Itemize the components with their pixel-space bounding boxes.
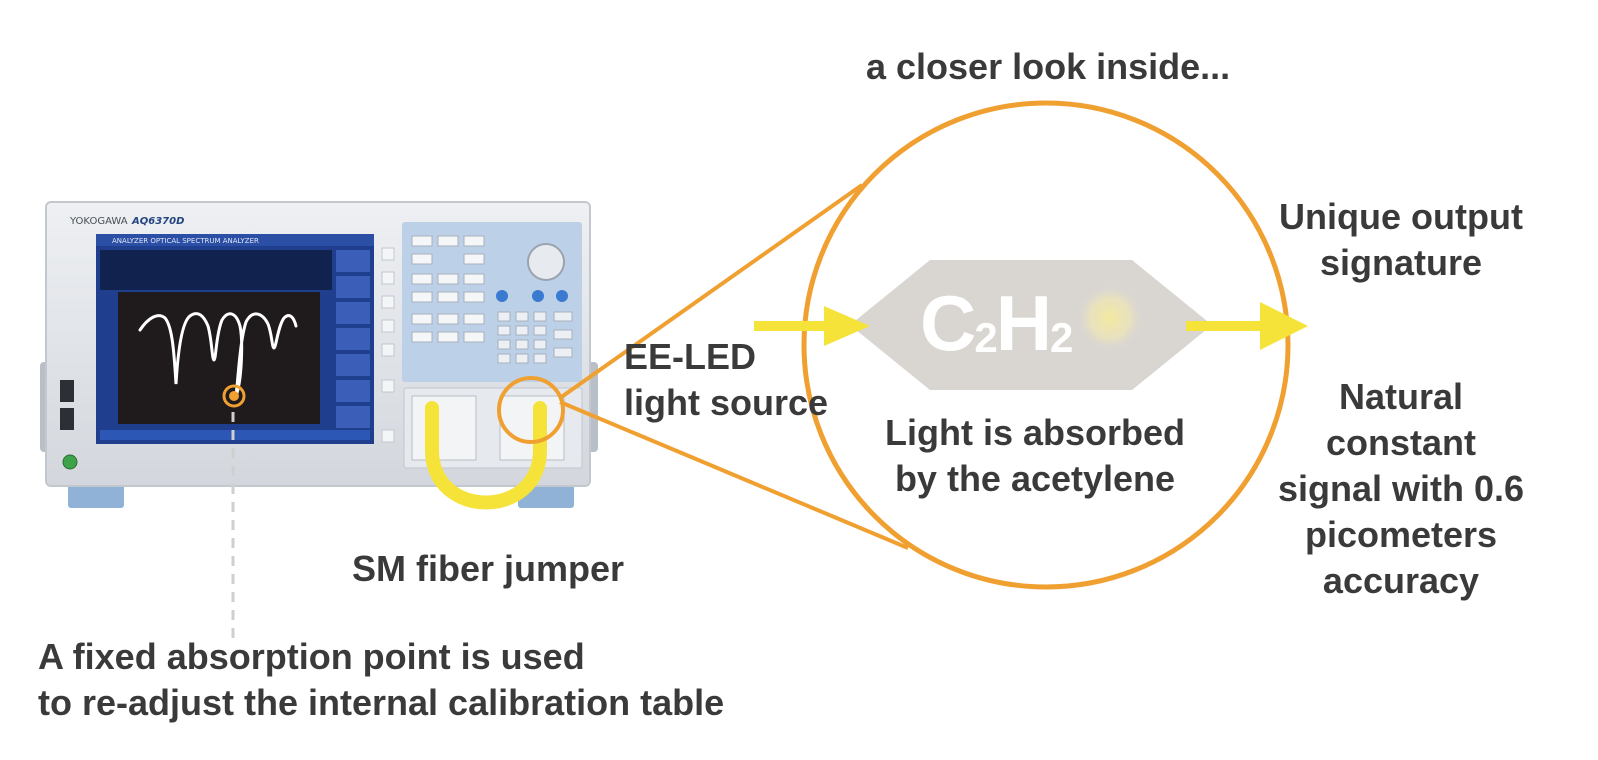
cell-glow — [1076, 284, 1144, 352]
ee-led-label-line-2: light source — [624, 382, 829, 423]
accuracy-label-line-5: accuracy — [1322, 560, 1480, 601]
power-button — [62, 454, 78, 470]
unique-signature-label: Unique output signature — [1268, 194, 1534, 286]
absorbed-label-line-1: Light is absorbed — [884, 412, 1186, 453]
nav-button-left — [496, 290, 508, 302]
cell-formula: C2H2 — [920, 279, 1072, 367]
unique-label-line-2: signature — [1319, 242, 1483, 283]
output-arrow-shaft — [1186, 321, 1266, 331]
port-highlight-circle — [497, 376, 565, 444]
screen-softkeys — [336, 250, 370, 428]
calibration-note: A fixed absorption point is used to re-a… — [38, 634, 724, 726]
optical-spectrum-analyzer: YOKOGAWA AQ6370D ANALYZER OPTICAL SPECTR… — [40, 201, 598, 508]
diagram-title: a closer look inside... — [866, 46, 1231, 87]
numeric-keypad — [497, 311, 573, 364]
fiber-jumper-label: SM fiber jumper — [352, 548, 625, 589]
nav-button-up — [556, 290, 568, 302]
function-keys — [411, 235, 485, 343]
front-foot-left — [68, 484, 124, 508]
output-arrow-head — [1260, 302, 1308, 350]
absorbed-label-line-2: by the acetylene — [894, 458, 1176, 499]
calibration-note-line-2: to re-adjust the internal calibration ta… — [38, 682, 725, 723]
spectrum-trace — [138, 312, 298, 397]
absorption-point-marker — [222, 384, 246, 408]
accuracy-label-line-4: picometers — [1304, 514, 1498, 555]
zoom-line-top — [558, 183, 864, 400]
rotary-knob — [527, 243, 565, 281]
usb-port-top — [60, 380, 74, 402]
usb-port-bottom — [60, 408, 74, 430]
screen-header-text: ANALYZER OPTICAL SPECTRUM ANALYZER — [112, 237, 259, 245]
ee-led-label: EE-LED light source — [624, 334, 828, 426]
calibration-output-port — [499, 395, 565, 461]
screen-info-area — [100, 250, 332, 290]
accuracy-label-line-2: constant — [1325, 422, 1476, 463]
model-text: AQ6370D — [131, 216, 184, 227]
screen-header-bar — [96, 234, 374, 246]
nav-button-down — [532, 290, 544, 302]
side-buttons — [381, 247, 395, 443]
absorbed-label: Light is absorbed by the acetylene — [870, 410, 1200, 502]
brand-text: YOKOGAWA — [69, 216, 128, 227]
input-arrow-shaft — [754, 321, 830, 331]
absorption-point-dot — [229, 391, 239, 401]
accuracy-label-line-1: Natural — [1338, 376, 1464, 417]
zoom-line-bottom — [559, 400, 909, 550]
unique-label-line-1: Unique output — [1279, 196, 1523, 237]
calibration-note-line-1: A fixed absorption point is used — [38, 636, 585, 677]
screen-bottom-bar — [100, 430, 370, 440]
input-arrow-head — [824, 306, 870, 346]
spectrum-plot-area — [118, 292, 320, 424]
accuracy-label-line-3: signal with 0.6 — [1277, 468, 1525, 509]
optical-input-port — [411, 395, 477, 461]
ee-led-label-line-1: EE-LED — [624, 336, 757, 377]
fiber-jumper-loop — [425, 401, 547, 510]
accuracy-label: Natural constant signal with 0.6 picomet… — [1268, 374, 1534, 604]
